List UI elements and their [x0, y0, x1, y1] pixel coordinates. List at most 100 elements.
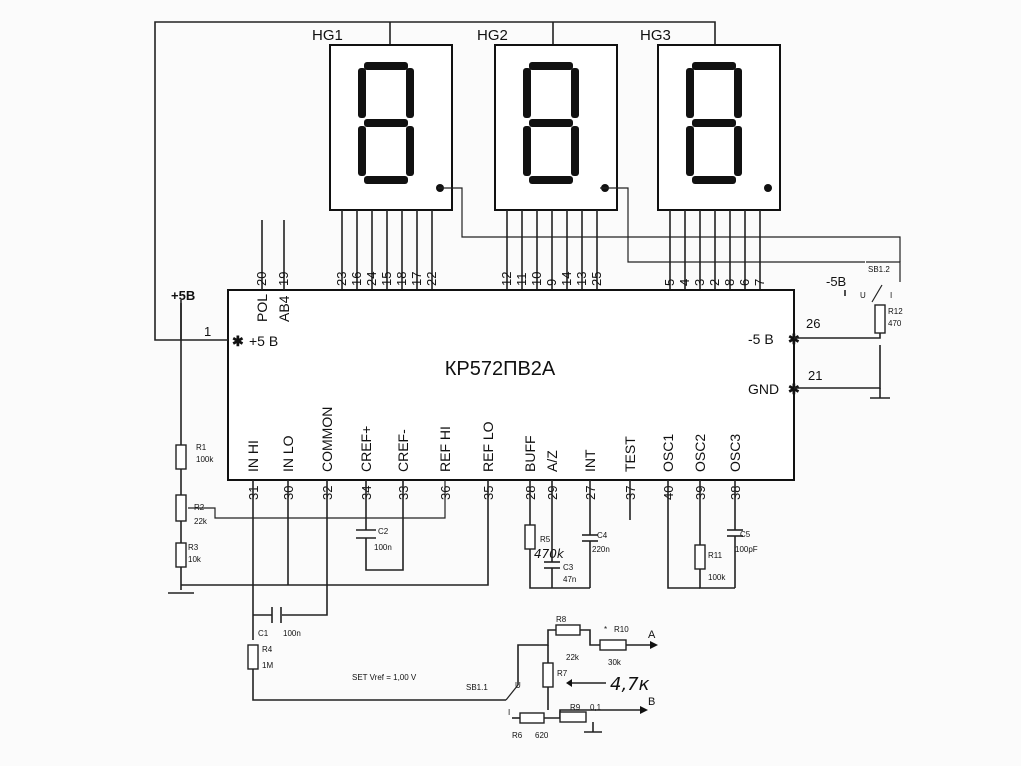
r11-resistor [694, 544, 706, 570]
r3-value: 10k [188, 555, 202, 564]
pin-number: 6 [737, 279, 752, 286]
c3-value: 47n [563, 575, 576, 584]
segment-c [734, 126, 742, 176]
segment-b [406, 68, 414, 118]
pin-number: 4 [677, 279, 692, 286]
pin-number: 8 [722, 279, 737, 286]
display-hg1: HG123A316B324C315D318E317F322G3 [312, 27, 453, 318]
r5-resistor [524, 524, 536, 550]
r9-resistor [559, 711, 587, 723]
arrow-note-icon [566, 679, 572, 687]
pin-name: OSC3 [727, 434, 743, 472]
minus5-section: -5В SB1.2 U I R12 470 [826, 261, 903, 334]
out-b-label: B [648, 696, 655, 708]
pin-number: 13 [574, 272, 589, 286]
minus5-rail-label: -5В [826, 274, 846, 289]
r10-resistor [599, 639, 627, 651]
decimal-point [764, 184, 772, 192]
c4-ref: C4 [597, 531, 608, 540]
pin-21-mark: ✱ [788, 381, 800, 397]
r12-resistor [874, 304, 886, 334]
display-ref: HG2 [477, 27, 508, 44]
segment-e [686, 126, 694, 176]
sw-top-label: SB1.2 [868, 265, 890, 274]
r1-ref: R1 [196, 443, 207, 452]
pin-26-mark: ✱ [788, 331, 800, 347]
pin-name: REF HI [437, 426, 453, 472]
r6-resistor [519, 712, 545, 724]
arrow-a-icon [650, 641, 658, 649]
display-group: HG123A316B324C315D318E317F322G3HG212A211… [312, 27, 781, 318]
c1-ref: C1 [258, 629, 269, 638]
r6-ref: R6 [512, 731, 523, 740]
pin-name: TEST [622, 436, 638, 472]
pin-name: OSC1 [660, 434, 676, 472]
r1-value: 100k [196, 455, 214, 464]
segment-f [358, 68, 366, 118]
out-a-label: A [648, 629, 656, 641]
pin-21-name: GND [748, 381, 779, 397]
r12-ref: R12 [888, 307, 903, 316]
pin-name: AB4 [276, 295, 292, 322]
sw-bottom-i: I [508, 708, 510, 717]
pin-number: 10 [529, 272, 544, 286]
ic-body [227, 289, 795, 481]
pin-name: IN LO [280, 435, 296, 472]
r8-potentiometer [555, 624, 581, 636]
pin-1-number: 1 [204, 324, 211, 339]
pin-1-mark: ✱ [232, 333, 244, 349]
c2-cap: C2 100n [356, 480, 404, 571]
r6-value: 620 [535, 731, 549, 740]
pin-name: COMMON [319, 407, 335, 472]
r4-ref: R4 [262, 645, 273, 654]
pin-21-number: 21 [808, 368, 822, 383]
pin-number: 24 [364, 272, 379, 286]
pin-name: IN HI [245, 440, 261, 472]
segment-b [571, 68, 579, 118]
segment-a [529, 62, 573, 70]
r2-potentiometer [175, 494, 187, 522]
segment-d [692, 176, 736, 184]
segment-f [523, 68, 531, 118]
c1-value: 100n [283, 629, 301, 638]
segment-g [364, 119, 408, 127]
c3-ref: C3 [563, 563, 574, 572]
pin-number: 20 [254, 272, 269, 286]
display-hg2: HG212A211B210C29D214E213F225G2 [477, 27, 618, 318]
pin-name: REF LO [480, 421, 496, 472]
pin-number: 19 [276, 272, 291, 286]
pin-number: 22 [424, 272, 439, 286]
sw-top-u: U [860, 291, 866, 300]
sw-top-i: I [890, 291, 892, 300]
pin-name: OSC2 [692, 434, 708, 472]
segment-c [406, 126, 414, 176]
segment-d [529, 176, 573, 184]
decimal-point-wires [438, 187, 901, 263]
input-section: C1 100n R4 1M SET Vref = 1,00 V SB1.1 U … [247, 480, 521, 717]
segment-b [734, 68, 742, 118]
pin-number: 25 [589, 272, 604, 286]
pin-26-number: 26 [806, 316, 820, 331]
segment-c [571, 126, 579, 176]
r11-value: 100k [708, 573, 726, 582]
c2-value: 100n [374, 543, 392, 552]
segment-e [358, 126, 366, 176]
display-ref: HG3 [640, 27, 671, 44]
pin-number: 23 [334, 272, 349, 286]
arrow-b-icon [640, 706, 648, 714]
r8-value: 22k [566, 653, 580, 662]
pin-number: 7 [752, 279, 767, 286]
r4-value: 1M [262, 661, 273, 670]
side-pins: 1 ✱ +5 В 26 -5 В ✱ 21 GND ✱ [181, 316, 890, 399]
pin-name: BUFF [522, 435, 538, 472]
pin-name: CREF+ [358, 426, 374, 472]
pin-number: 15 [379, 272, 394, 286]
plus5-divider: +5В R1 100k R2 22k R3 10k [168, 288, 489, 594]
segment-g [692, 119, 736, 127]
r11-ref: R11 [708, 551, 723, 560]
ic-name: КР572ПВ2А [445, 358, 556, 380]
segment-a [692, 62, 736, 70]
